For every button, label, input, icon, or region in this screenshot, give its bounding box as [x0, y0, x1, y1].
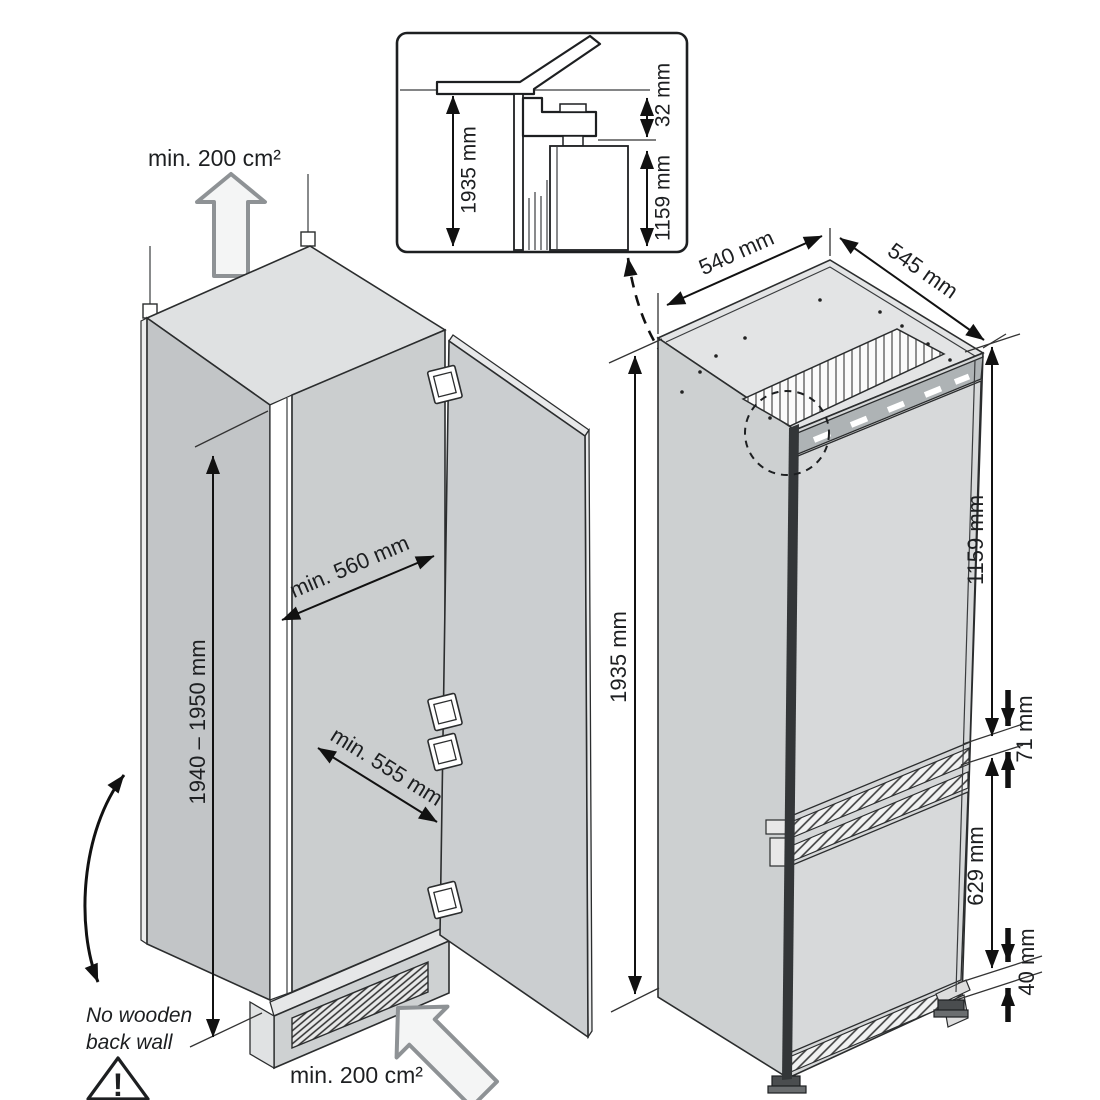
inset-upper-door-label: 1159 mm — [652, 155, 675, 241]
appliance-height-label: 1935 mm — [606, 611, 631, 703]
top-hinge-plate — [741, 328, 946, 427]
hinge-bracket — [427, 880, 463, 920]
bracket-screw — [559, 103, 587, 113]
front-edge-trim — [782, 424, 799, 1080]
upper-door-height-label: 1159 mm — [963, 495, 988, 585]
airflow-up-arrow-icon — [195, 172, 267, 278]
appliance-left-side — [657, 336, 796, 1080]
appliance-depth-label: 545 mm — [883, 238, 962, 304]
hinge-gap-label: 71 mm — [1012, 695, 1037, 762]
furniture-door-section — [513, 93, 524, 251]
vent-grille — [291, 960, 429, 1050]
worktop-section — [435, 34, 602, 96]
no-back-wall-note-line1: No wooden — [86, 1004, 192, 1027]
warning-exclamation: ! — [113, 1067, 124, 1100]
plinth-side — [249, 1000, 275, 1070]
lower-door-height-label: 629 mm — [963, 826, 988, 905]
niche-right-wall — [291, 328, 446, 994]
inset-height-label: 1935 mm — [458, 126, 481, 214]
bracket-screw — [562, 135, 584, 147]
furniture-door-panel — [426, 334, 593, 1040]
niche-drawing: min. 200 cm² — [83, 145, 593, 1100]
inset-top-gap-label: 32 mm — [652, 63, 675, 127]
appliance-drawing: 540 mm 545 mm 1935 mm 1159 mm 71 mm 629 … — [606, 225, 1043, 1094]
rail-slots — [812, 373, 971, 443]
appliance-door-layers — [528, 180, 548, 250]
hinge-bracket — [427, 692, 463, 732]
hinge-callout-circle — [744, 390, 830, 476]
airflow-diagonal-arrow-icon — [394, 1004, 499, 1100]
back-wall-arc-arrow — [83, 774, 126, 983]
hinge-bracket — [426, 364, 463, 405]
appliance-section — [549, 145, 629, 251]
vent-top-label: min. 200 cm² — [148, 145, 281, 171]
inset-frame — [395, 31, 689, 254]
no-back-wall-note-line2: back wall — [86, 1031, 174, 1054]
bottom-vent-label: 40 mm — [1014, 928, 1039, 995]
niche-left-wall — [140, 317, 148, 946]
mounting-bracket-section — [521, 96, 598, 138]
appliance-width-label: 540 mm — [695, 225, 778, 280]
inset-detail: 1935 mm 32 mm 1159 mm — [395, 31, 689, 254]
levelling-foot — [767, 999, 969, 1094]
vent-bottom-label: min. 200 cm² — [290, 1062, 423, 1088]
warning-icon: ! — [86, 1056, 150, 1100]
niche-height-label: 1940 – 1950 mm — [185, 639, 210, 804]
niche-back-gap — [269, 394, 293, 1001]
